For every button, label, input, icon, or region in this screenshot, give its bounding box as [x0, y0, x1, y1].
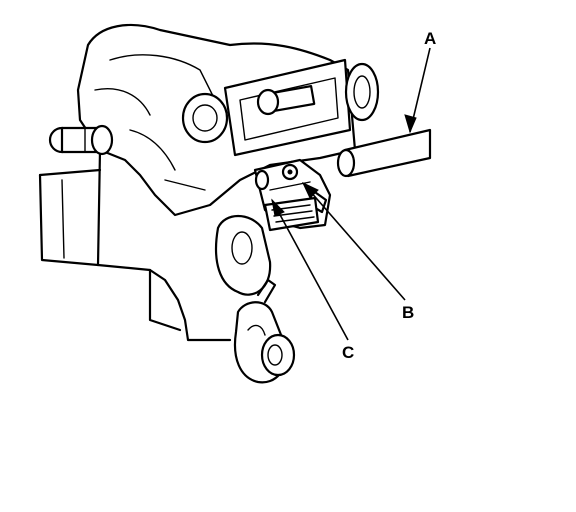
slot-pin — [256, 85, 316, 116]
callout-label-c: C — [342, 343, 354, 362]
arrowhead-a — [404, 114, 417, 134]
link-arm — [233, 278, 296, 384]
leader-lines — [271, 47, 431, 341]
leader-line-c — [271, 199, 349, 341]
callout-label-b: B — [402, 303, 414, 322]
rod — [336, 128, 432, 178]
leader-line-b — [302, 182, 406, 301]
arrowhead-b — [301, 181, 319, 199]
lower-cam — [214, 214, 272, 296]
left-bolt — [48, 124, 114, 156]
callout-label-a: A — [424, 29, 436, 48]
arrowhead-c — [271, 198, 285, 217]
mounting-bracket — [38, 148, 232, 342]
